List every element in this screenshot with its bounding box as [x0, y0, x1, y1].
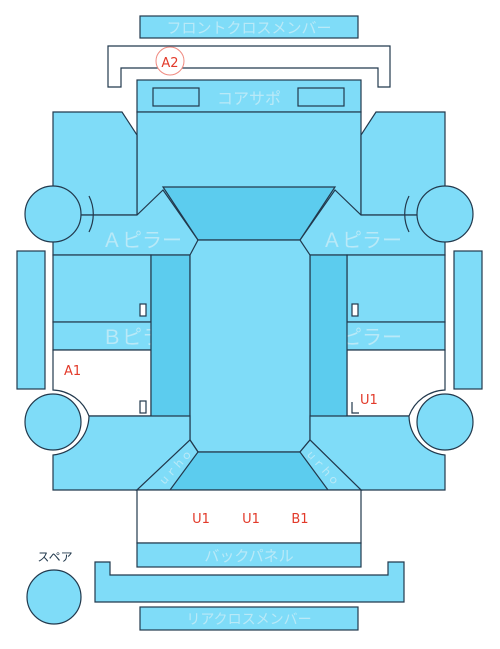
back-panel[interactable]	[136, 542, 362, 568]
left-side-rocker[interactable]	[16, 250, 46, 390]
core-support-slot-right	[297, 87, 345, 107]
left-front-door[interactable]	[52, 254, 152, 323]
marker-a1[interactable]: A1	[64, 364, 81, 379]
right-side-rocker[interactable]	[453, 250, 483, 390]
right-front-door[interactable]	[346, 254, 446, 323]
spare-tire[interactable]	[26, 569, 82, 625]
wheel-arch-front-left	[88, 195, 94, 233]
wheel-rear-right[interactable]	[416, 393, 474, 451]
marker-u1-right[interactable]: U1	[360, 393, 378, 408]
left-center-strip	[150, 254, 191, 419]
rear-bumper[interactable]	[94, 561, 405, 603]
front-cross-member-panel[interactable]	[139, 15, 359, 39]
marker-u1-rear-1[interactable]: U1	[192, 512, 210, 527]
wheel-rear-left[interactable]	[24, 393, 82, 451]
wheel-arch-front-right	[404, 195, 410, 233]
right-rear-quarter[interactable]	[309, 415, 446, 491]
marker-u1-rear-2[interactable]: U1	[242, 512, 260, 527]
right-slot-lower	[351, 402, 359, 414]
left-slot-lower	[139, 400, 147, 414]
rear-cross-member-panel[interactable]	[139, 606, 359, 631]
wheel-front-right[interactable]	[416, 185, 474, 243]
front-cross-member-label: フロントクロスメンバー	[166, 19, 331, 37]
core-support-label: コアサポ	[217, 89, 281, 108]
right-slot-upper	[351, 303, 359, 317]
a2-marker-circle[interactable]	[155, 46, 185, 76]
roof-panel[interactable]	[189, 239, 311, 453]
a2-marker-label: A2	[161, 56, 178, 71]
right-center-strip	[309, 254, 348, 419]
a-pillar-right-label: Ａピラー	[322, 228, 402, 252]
marker-b1-rear[interactable]: B1	[291, 512, 308, 527]
back-panel-label: バックパネル	[204, 547, 293, 565]
a-pillar-left-label: Ａピラー	[102, 228, 182, 252]
left-slot-upper	[139, 303, 147, 317]
wheel-front-left[interactable]	[24, 185, 82, 243]
rear-cross-member-label: リアクロスメンバー	[186, 612, 311, 628]
spare-label: スペア	[37, 550, 72, 564]
core-support-slot-left	[152, 87, 200, 107]
